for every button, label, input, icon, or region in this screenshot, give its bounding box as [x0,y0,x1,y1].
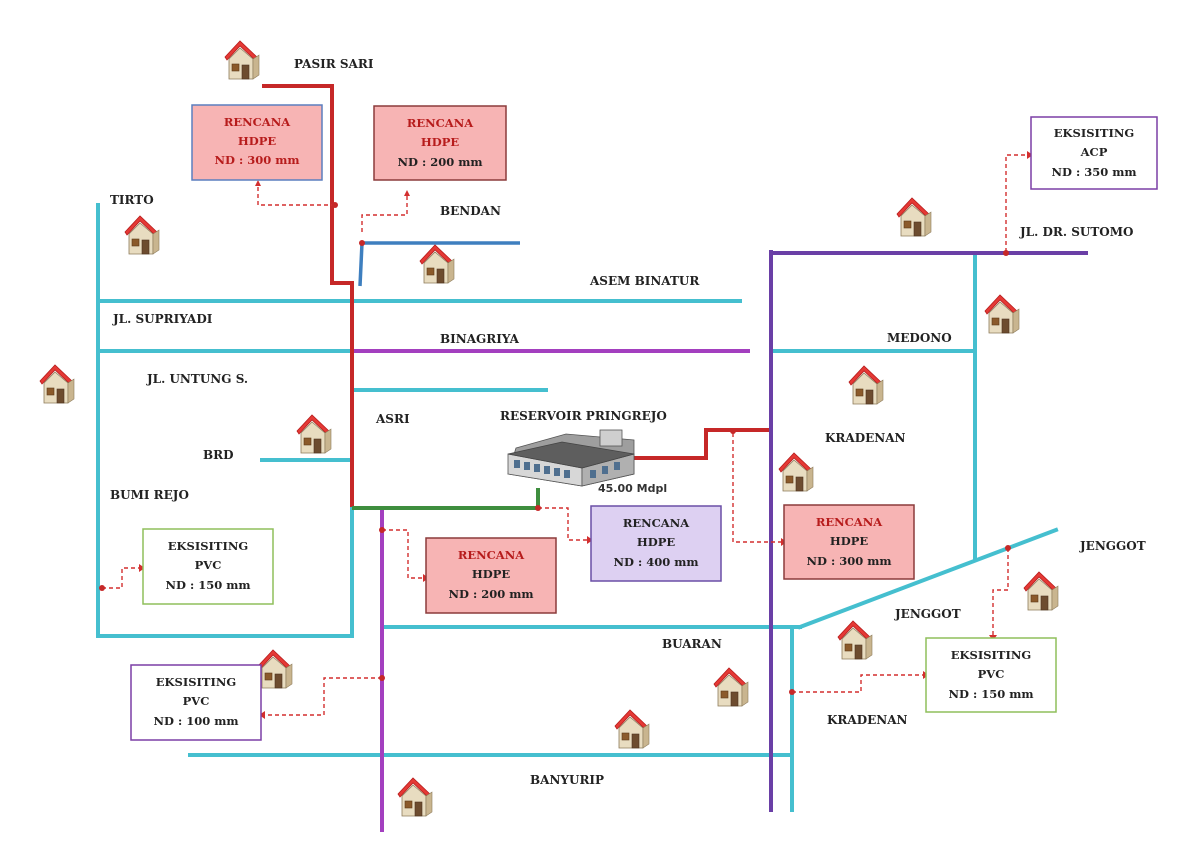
box-line: ND : 300 mm [806,554,891,568]
box-line: HDPE [830,534,868,548]
house-icon [837,620,873,660]
box-line: ND : 350 mm [1051,165,1136,179]
label-asri: ASRI [375,412,410,426]
box-pvc-150-right: EKSISITING PVC ND : 150 mm [925,637,1057,713]
pipes-red [262,84,769,507]
label-kradenan-bottom: KRADENAN [827,713,908,727]
box-line: ACP [1080,145,1108,159]
box-line: ND : 200 mm [448,587,533,601]
label-tirto: TIRTO [110,193,154,207]
box-line: HDPE [637,535,675,549]
label-banyurip: BANYURIP [530,773,604,787]
label-jenggot-right: JENGGOT [1079,539,1146,553]
label-jl-sutomo: JL. DR. SUTOMO [1019,225,1133,239]
pipes-purple [354,250,1088,832]
box-line: RENCANA [224,115,291,129]
box-line: EKSISITING [951,648,1031,662]
box-line: RENCANA [458,548,525,562]
house-icon [124,215,160,255]
house-icon [614,709,650,749]
label-asem-binatur: ASEM BINATUR [589,274,700,288]
box-line: PVC [978,667,1005,681]
label-pasir-sari: PASIR SARI [294,57,374,71]
house-icon [984,294,1020,334]
label-brd: BRD [203,448,234,462]
reservoir-label: RESERVOIR PRINGREJO [500,409,667,423]
box-line: RENCANA [407,116,474,130]
label-jenggot-mid: JENGGOT [894,607,961,621]
house-icon [397,777,433,817]
label-jl-untung: JL. UNTUNG S. [146,372,248,386]
label-bendan: BENDAN [440,204,501,218]
box-line: PVC [183,694,210,708]
house-icon [39,364,75,404]
house-icon [419,244,455,284]
label-medono: MEDONO [887,331,952,345]
reservoir-building-icon [507,429,635,487]
box-pvc-100: EKSISITING PVC ND : 100 mm [130,664,262,741]
box-line: HDPE [472,567,510,581]
box-line: ND : 200 mm [397,155,482,169]
label-buaran: BUARAN [662,637,722,651]
box-line: ND : 150 mm [948,687,1033,701]
box-line: HDPE [238,134,276,148]
house-icon [713,667,749,707]
box-hdpe-400: RENCANA HDPE ND : 400 mm [590,505,722,582]
box-line: EKSISITING [168,539,248,553]
box-line: ND : 300 mm [214,153,299,167]
box-hdpe-300-right: RENCANA HDPE ND : 300 mm [783,504,915,580]
label-jl-supriyadi: JL. SUPRIYADI [112,312,213,326]
label-binagriya: BINAGRIYA [440,332,520,346]
area-labels: PASIR SARI TIRTO BENDAN ASEM BINATUR JL.… [110,57,1146,787]
label-kradenan-top: KRADENAN [825,431,906,445]
box-line: PVC [195,558,222,572]
house-icon [1023,571,1059,611]
box-hdpe-200-top: RENCANA HDPE ND : 200 mm [373,105,507,181]
junction-dots [99,202,1011,695]
box-line: ND : 400 mm [613,555,698,569]
label-bumi-rejo: BUMI REJO [110,488,189,502]
box-line: ND : 100 mm [153,714,238,728]
house-icon [778,452,814,492]
box-acp-350: EKSISITING ACP ND : 350 mm [1030,116,1158,190]
box-pvc-150-left: EKSISITING PVC ND : 150 mm [142,528,274,605]
house-icon [224,40,260,80]
house-icon [296,414,332,454]
box-line: RENCANA [816,515,883,529]
box-line: EKSISITING [1054,126,1134,140]
leader-lines [102,154,1028,716]
house-icon [257,649,293,689]
reservoir-elevation: 45.00 Mdpl [598,482,667,495]
box-hdpe-300-top: RENCANA HDPE ND : 300 mm [191,104,323,181]
box-line: HDPE [421,135,459,149]
house-icon [848,365,884,405]
box-line: RENCANA [623,516,690,530]
box-line: EKSISITING [156,675,236,689]
box-hdpe-200-mid: RENCANA HDPE ND : 200 mm [425,537,557,614]
house-icon [896,197,932,237]
pipes-green [352,488,540,510]
box-line: ND : 150 mm [165,578,250,592]
